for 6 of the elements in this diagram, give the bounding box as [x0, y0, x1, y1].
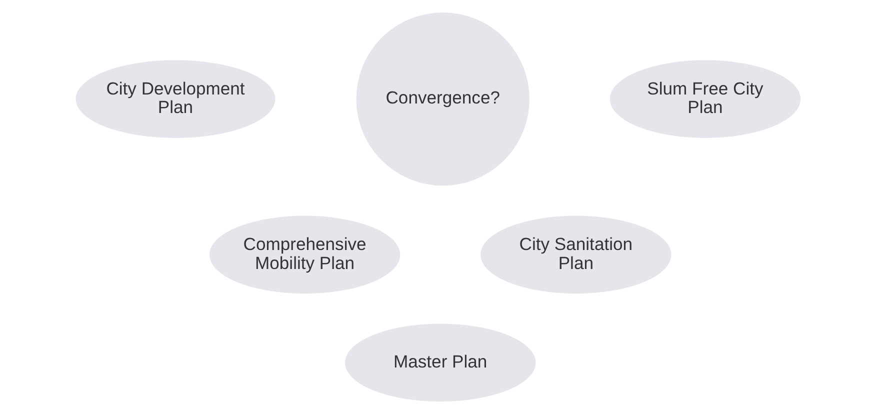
- node-circle: Convergence?: [356, 12, 530, 186]
- node-ellipse: Comprehensive Mobility Plan: [209, 216, 400, 294]
- node-ellipse: City Sanitation Plan: [480, 216, 672, 294]
- node-ellipse: Slum Free City Plan: [610, 60, 801, 138]
- node-ellipse: Master Plan: [344, 324, 536, 402]
- node-ellipse: City Development Plan: [76, 60, 276, 138]
